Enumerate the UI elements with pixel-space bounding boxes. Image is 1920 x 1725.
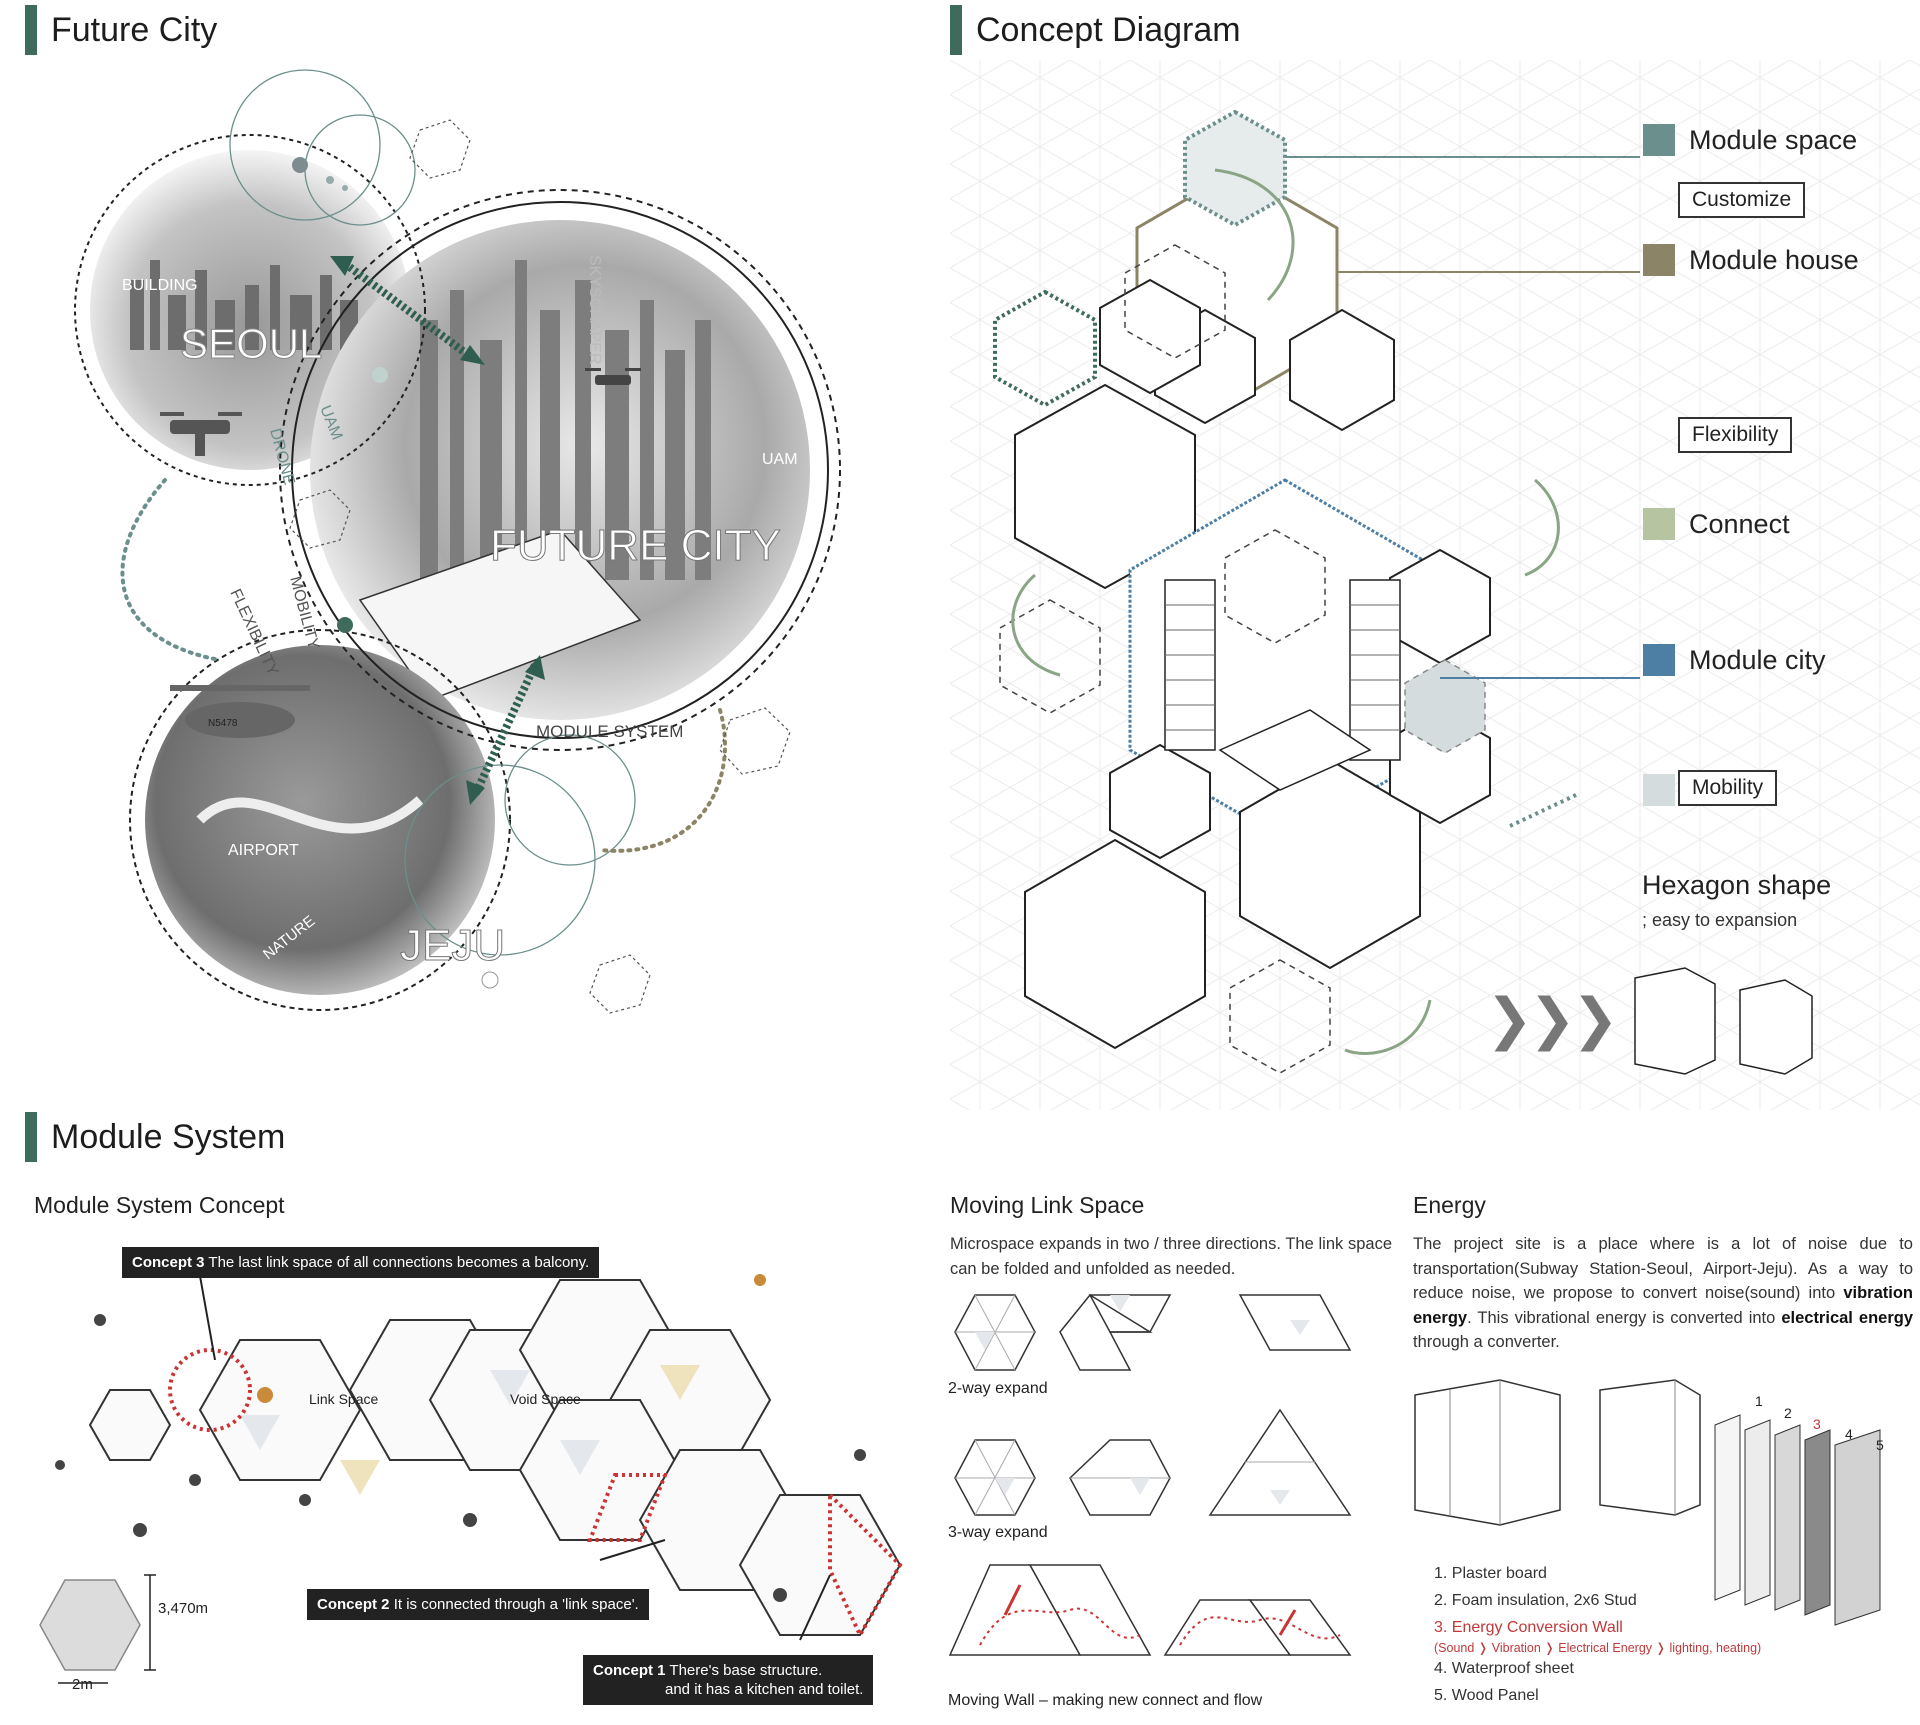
swatch	[1643, 644, 1675, 676]
layer-item: 5. Wood Panel	[1434, 1687, 1539, 1704]
callout-text: It is connected through a 'link space'.	[393, 1596, 639, 1613]
swatch	[1643, 124, 1675, 156]
energy-text: . This vibrational energy is converted i…	[1467, 1308, 1782, 1327]
label-jeju: JEJU	[400, 921, 505, 970]
label-module-system: MODULE SYSTEM	[536, 722, 683, 741]
legend-label: Connect	[1689, 508, 1790, 539]
hex-module	[1109, 743, 1211, 860]
legend-module-city: Module city	[1643, 644, 1826, 676]
label-void-space: Void Space	[510, 1391, 581, 1407]
moving-link-diagrams	[948, 1294, 1352, 1656]
section-title-text: Module System	[51, 1117, 286, 1156]
legend-label: Module house	[1689, 244, 1859, 275]
section-bar	[25, 5, 37, 55]
label-link-space: Link Space	[309, 1391, 379, 1407]
label-3-way-expand: 3-way expand	[948, 1524, 1048, 1541]
layer-number: 5	[1876, 1437, 1884, 1453]
module-concept-title: Module System Concept	[34, 1192, 285, 1218]
section-bar	[25, 1112, 37, 1162]
hexagon-shape-title: Hexagon shape	[1642, 870, 1832, 900]
module-grid	[358, 529, 642, 701]
section-title-text: Concept Diagram	[976, 10, 1241, 49]
legend-module-space: Module space	[1643, 124, 1857, 156]
label-uam: UAM	[762, 451, 798, 468]
concept-diagram	[950, 60, 1920, 1110]
energy-wall-diagram	[1414, 1379, 1881, 1626]
layer-number: 3	[1813, 1416, 1821, 1432]
callout-text: There's base structure.	[669, 1662, 823, 1679]
energy-text: through a converter.	[1413, 1333, 1560, 1351]
label-2-way-expand: 2-way expand	[948, 1380, 1048, 1397]
seoul-skyline	[130, 260, 358, 350]
section-bar	[950, 5, 962, 55]
legend-mobility-swatch	[1643, 774, 1675, 806]
layer-item: 4. Waterproof sheet	[1434, 1660, 1574, 1677]
layer-number: 1	[1755, 1393, 1763, 1409]
chevrons-icon: ❯❯❯	[1486, 987, 1619, 1050]
swatch	[1643, 508, 1675, 540]
hex-module	[1014, 383, 1196, 590]
label-airport: AIRPORT	[228, 842, 299, 859]
drone-icon	[160, 412, 242, 456]
label-building: BUILDING	[122, 277, 198, 294]
label-mobility: Mobility	[1678, 770, 1778, 806]
moving-link-title: Moving Link Space	[950, 1192, 1145, 1218]
legend-module-house: Module house	[1643, 244, 1859, 276]
callout-tag: Concept 3	[132, 1254, 205, 1271]
section-title-text: Future City	[51, 10, 218, 49]
energy-title: Energy	[1413, 1192, 1486, 1218]
section-title-concept-diagram: Concept Diagram	[950, 5, 1241, 55]
label-customize: Customize	[1678, 182, 1806, 218]
label-aircraft-reg: N5478	[208, 718, 238, 729]
callout-concept3: Concept 3 The last link space of all con…	[122, 1247, 600, 1278]
moving-link-description: Microspace expands in two / three direct…	[950, 1235, 1392, 1278]
legend-label: Module space	[1689, 124, 1858, 155]
layer-number: 2	[1784, 1405, 1792, 1421]
module-system-diagram	[39, 1274, 903, 1684]
dimension-width: 2m	[72, 1676, 93, 1693]
callout-concept1: Concept 1 There's base structure. and it…	[583, 1655, 874, 1705]
hex-unit	[88, 1389, 172, 1461]
hexagon-shape-note: ; easy to expansion	[1642, 910, 1798, 930]
air-taxi-icon	[170, 685, 310, 738]
label-seoul: SEOUL	[180, 320, 322, 367]
energy-bold: vibration energy	[1413, 1284, 1913, 1327]
swatch	[1643, 244, 1675, 276]
dimension-height: 3,470m	[158, 1600, 209, 1617]
layer-item: 2. Foam insulation, 2x6 Stud	[1434, 1592, 1637, 1609]
hex-module	[1024, 838, 1206, 1050]
legend-label: Module city	[1689, 644, 1826, 675]
energy-description: The project site is a place where is a l…	[1413, 1232, 1913, 1355]
label-mobility: MOBILITY	[286, 575, 322, 652]
label-skyscraper: SKYSCRAPER	[586, 255, 603, 364]
layer-note: (Sound ❭ Vibration ❭ Electrical Energy ❭…	[1434, 1641, 1762, 1655]
section-title-future-city: Future City	[25, 5, 217, 55]
energy-bold: electrical energy	[1781, 1308, 1914, 1327]
legend-connect: Connect	[1643, 508, 1790, 540]
drone-icon	[585, 368, 641, 385]
energy-text: The project site is a place where is a l…	[1413, 1235, 1913, 1302]
future-skyline	[420, 260, 711, 580]
layer-item: 1. Plaster board	[1434, 1565, 1547, 1582]
callout-tag: Concept 2	[317, 1596, 390, 1613]
hex-module	[1099, 278, 1201, 395]
callout-concept2: Concept 2 It is connected through a 'lin…	[307, 1589, 649, 1620]
layer-number: 4	[1845, 1426, 1853, 1442]
dimension-hex	[39, 1579, 141, 1671]
callout-text: The last link space of all connections b…	[208, 1254, 590, 1271]
callout-text: and it has a kitchen and toilet.	[665, 1681, 864, 1698]
label-future-city: FUTURE CITY	[490, 521, 781, 570]
future-city-collage: BUILDING SEOUL SKYSCRAPER UAM UAM DRONE …	[74, 69, 841, 1014]
label-flexibility: Flexibility	[1678, 417, 1793, 453]
layer-item: 3. Energy Conversion Wall	[1434, 1619, 1623, 1636]
energy-layer-list: 1. Plaster board 2. Foam insulation, 2x6…	[1434, 1560, 1761, 1709]
callout-tag: Concept 1	[593, 1662, 666, 1679]
label-moving-wall: Moving Wall – making new connect and flo…	[948, 1692, 1263, 1709]
hex-unit	[198, 1339, 362, 1481]
hex-module	[1289, 308, 1395, 432]
section-title-module-system: Module System	[25, 1112, 285, 1162]
